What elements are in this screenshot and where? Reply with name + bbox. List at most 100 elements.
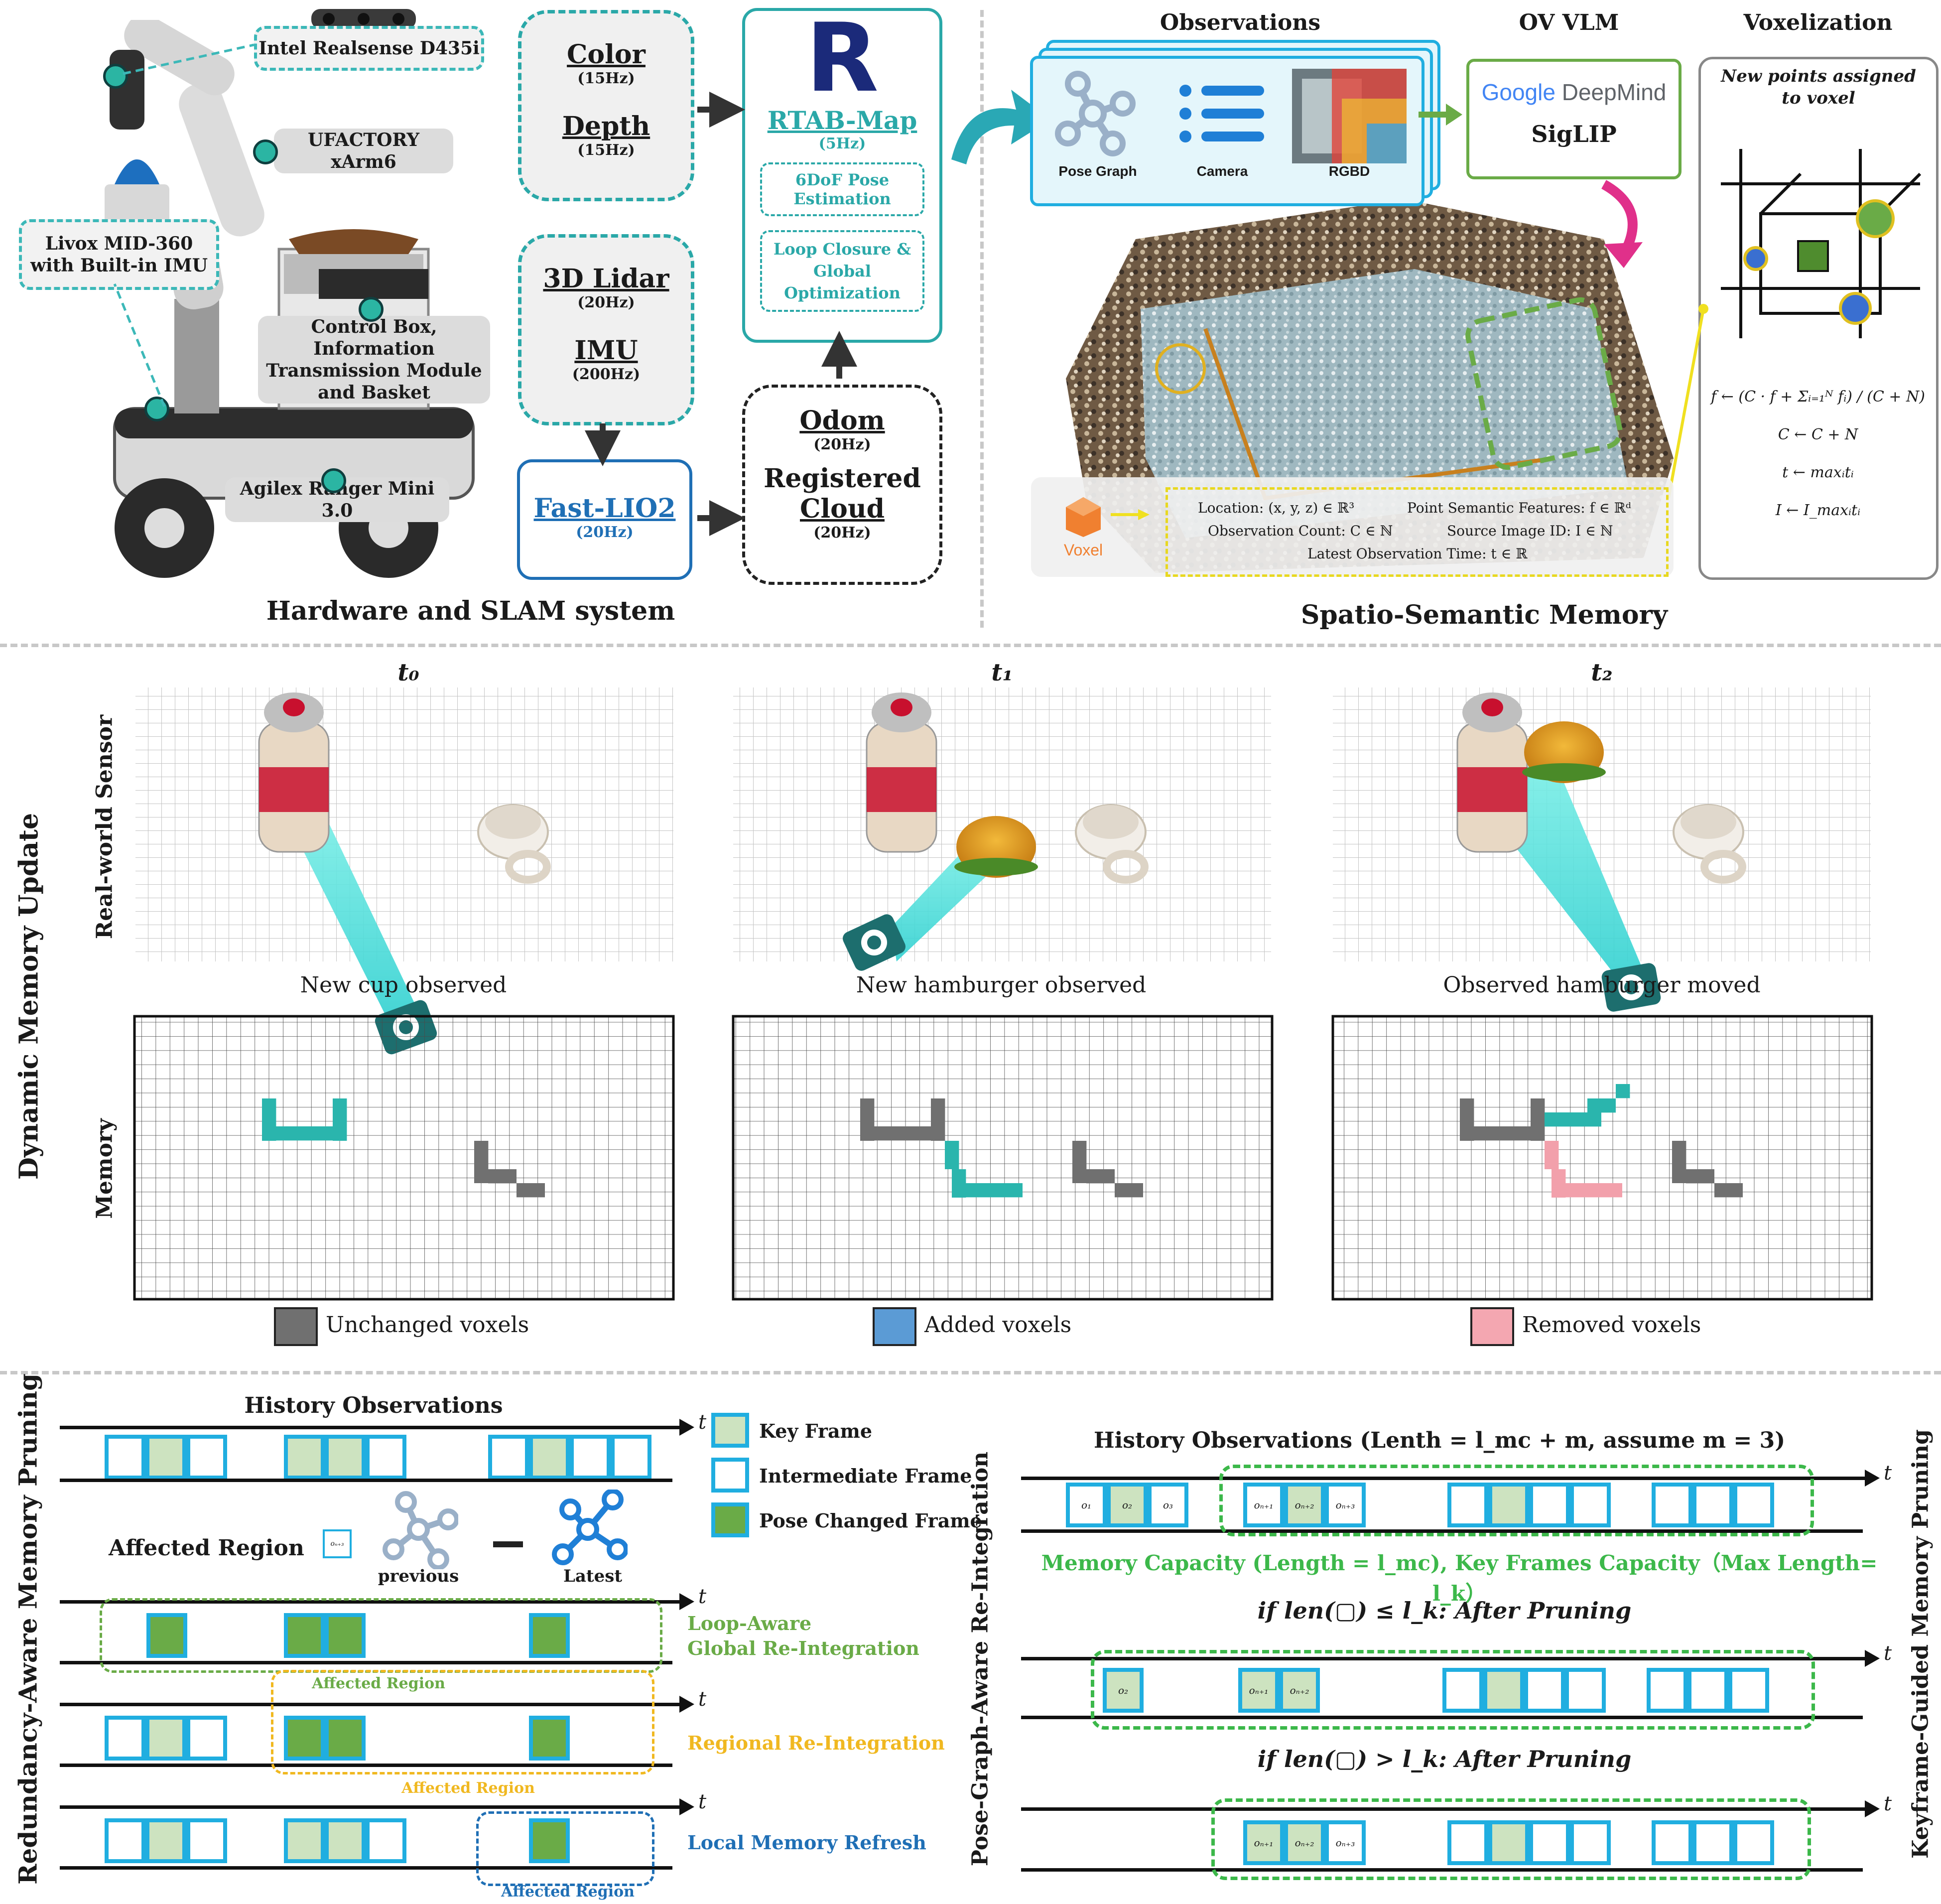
obs-to-vlm-arrow [1419,104,1462,126]
timeline-axis-bottom [60,1661,672,1664]
frame-cell: o₂ [1103,1668,1144,1713]
legend-key-frame [711,1413,749,1448]
pose-graph-label: Pose Graph [1058,163,1137,179]
frame-cell: o₂ [1107,1483,1148,1527]
minus-sign [493,1541,523,1547]
fastlio-box: Fast-LIO2 (20Hz) [517,459,692,580]
pruning-history-title: History Observations [244,1393,503,1418]
frame-cell [186,1716,227,1761]
odom-cloud-box: Odom (20Hz) Registered Cloud (20Hz) [742,385,942,585]
latest-graph-icon [552,1490,628,1565]
frame-cell [186,1435,227,1480]
cloud-label-2: Cloud [800,494,885,524]
voxelization-title: Voxelization [1743,10,1893,35]
frame-label: oₙ₊₁ [1254,1837,1274,1849]
frame-cell [145,1435,186,1480]
timeline-axis-bottom [1021,1529,1863,1533]
timeline-axis [60,1426,682,1429]
timeline-arrowhead [679,1419,694,1436]
pruned-region-2 [1211,1798,1811,1880]
frame-cell: o₁ [1066,1483,1107,1527]
caption-t1: New hamburger observed [856,972,1147,998]
frame-label: o₃ [1163,1499,1173,1511]
frame-cell [1483,1668,1524,1713]
timeline-arrowhead [1865,1800,1880,1817]
attr-source: Source Image ID: I ∈ ℕ [1447,523,1613,539]
legend-key-label: Key Frame [759,1420,873,1442]
legend-pose-frame [711,1502,749,1537]
camera-label: Camera [1196,163,1248,179]
pruning-side-title: Redundancy-Aware Memory Pruning [13,1373,43,1885]
pruned-region-1 [1091,1650,1815,1730]
fastlio-label: Fast-LIO2 [533,493,676,524]
attr-features: Point Semantic Features: f ∈ ℝᵈ [1407,500,1631,516]
frame-cell [186,1818,227,1863]
frame-cell [284,1716,325,1761]
callout-camera: Intel Realsense D435i [254,26,484,71]
vlm-box: Google DeepMind SigLIP [1466,59,1682,179]
affected-region-label-blue: Affected Region [501,1883,635,1901]
new-points-label: New points assigned to voxel [1721,66,1916,108]
equation-features: f ← (C · f + Σᵢ₌₁ᴺ fᵢ) / (C + N) [1711,388,1925,406]
odom-hz: (20Hz) [813,436,871,453]
frame-label: oₙ₊₂ [1294,1837,1314,1849]
cloud-label-1: Registered [764,463,921,494]
frame-cell [105,1435,145,1480]
frame-cell [1524,1668,1565,1713]
condition-le: if len(▢) ≤ l_k: After Pruning [1257,1597,1632,1624]
separator-top [0,644,1941,647]
frame-label: oₙ₊₂ [1290,1684,1309,1696]
frame-cell [570,1435,611,1480]
legend-intermediate-frame [711,1458,749,1493]
affected-region-label-yellow: Affected Region [401,1779,535,1797]
hardware-section-title: Hardware and SLAM system [266,596,675,626]
frame-cell [529,1613,570,1658]
legend-intermediate-label: Intermediate Frame [759,1465,972,1487]
pose-estimation-box: 6DoF Pose Estimation [760,162,924,216]
marker-lidar [144,397,169,421]
timeline-t-label: t [1884,1642,1892,1665]
callout-lidar: Livox MID-360 with Built-in IMU [19,219,219,290]
frame-cell: oₙ₊₃ [1325,1483,1366,1527]
frame-label: oₙ₊₃ [1335,1499,1355,1511]
loop-closure-box: Loop Closure & Global Optimization [760,230,924,312]
frame-cell [1447,1483,1488,1527]
local-refresh-label: Local Memory Refresh [687,1831,926,1854]
frame-cell [1529,1483,1570,1527]
vlm-title: OV VLM [1519,10,1619,35]
rgbd-label: RGBD [1328,163,1370,179]
frame-cell [325,1435,366,1480]
memory-grid-t2 [1331,1015,1873,1301]
legend-unchanged-label: Unchanged voxels [326,1312,529,1338]
frame-cell [366,1818,406,1863]
affected-region-title: Affected Region [109,1535,304,1561]
timeline-axis-bottom [60,1866,672,1870]
legend-removed-swatch [1470,1307,1514,1346]
frame-cell [105,1818,145,1863]
keyframe-left-title: Pose-Graph-Aware Re-Integration [967,1451,993,1867]
frame-cell [284,1435,325,1480]
timeline-axis [1021,1807,1868,1811]
timeline-axis-bottom [60,1479,672,1482]
imu-label: IMU [574,335,638,366]
voxel-cube-icon [1066,497,1101,537]
timeline-arrowhead [679,1593,694,1610]
affected-region-green [100,1598,662,1673]
affected-region-yellow [271,1670,654,1774]
label-arm: UFACTORY xArm6 [274,129,453,173]
loop-aware-line-1: Loop-Aware [687,1612,812,1634]
time-t0: t₀ [397,659,419,686]
frame-cell [146,1613,187,1658]
frame-cell [1488,1483,1529,1527]
latest-label: Latest [563,1566,623,1586]
timeline-t-label: t [1884,1462,1892,1485]
timeline-axis-bottom [1021,1868,1863,1872]
timeline-axis [60,1600,682,1604]
marker-camera [103,64,128,89]
attr-latest: Latest Observation Time: t ∈ ℝ [1307,545,1528,562]
marker-base [321,468,346,493]
timeline-axis-bottom [60,1764,672,1767]
label-control-box: Control Box, Information Transmission Mo… [258,316,490,404]
bottle-t0 [258,692,330,853]
timeline-axis-bottom [1021,1716,1863,1719]
